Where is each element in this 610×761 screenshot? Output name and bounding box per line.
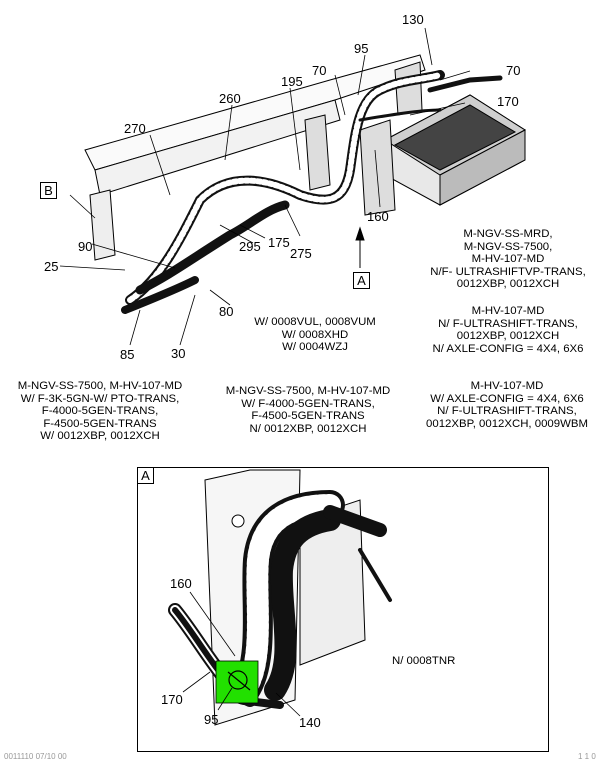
footer-left: 0011110 07/10 00 <box>4 752 67 761</box>
callout-90: 90 <box>78 239 93 254</box>
detail-callout-140: 140 <box>299 715 321 730</box>
detail-view-a-frame <box>137 467 549 752</box>
view-a-arrow <box>355 226 365 268</box>
callout-30: 30 <box>171 346 186 361</box>
callout-275: 275 <box>290 246 312 261</box>
view-marker-a: A <box>353 272 370 289</box>
note-mid-right: M-HV-107-MD N/ F-ULTRASHIFT-TRANS, 0012X… <box>432 305 584 355</box>
battery-box <box>384 94 526 206</box>
callout-170: 170 <box>497 94 519 109</box>
leader-lines <box>59 27 471 346</box>
callout-80: 80 <box>219 304 234 319</box>
callout-85: 85 <box>120 347 135 362</box>
detail-callout-170: 170 <box>161 692 183 707</box>
note-bottom-left: M-NGV-SS-7500, M-HV-107-MD W/ F-3K-5GN-W… <box>17 380 183 443</box>
detail-callout-95: 95 <box>204 712 219 727</box>
note-top-right: M-NGV-SS-MRD, M-NGV-SS-7500, M-HV-107-MD… <box>430 228 586 291</box>
callout-295: 295 <box>239 239 261 254</box>
callout-195: 195 <box>281 74 303 89</box>
callout-95: 95 <box>354 41 369 56</box>
harness-cables <box>121 70 503 314</box>
footer-right: 1 1 0 <box>578 752 596 761</box>
view-marker-b: B <box>40 182 57 199</box>
callout-70-left: 70 <box>312 63 327 78</box>
note-bottom-right: M-HV-107-MD W/ AXLE-CONFIG = 4X4, 6X6 N/… <box>426 380 588 430</box>
callout-260: 260 <box>219 91 241 106</box>
frame-rail <box>84 54 426 261</box>
detail-callout-160: 160 <box>170 576 192 591</box>
callout-70-right: 70 <box>506 63 521 78</box>
detail-note: N/ 0008TNR <box>392 655 456 667</box>
note-mid-center: W/ 0008VUL, 0008VUM W/ 0008XHD W/ 0004WZ… <box>254 316 376 354</box>
note-bottom-center: M-NGV-SS-7500, M-HV-107-MD W/ F-4000-5GE… <box>225 385 391 435</box>
callout-270: 270 <box>124 121 146 136</box>
detail-view-a-label: A <box>137 467 154 484</box>
highlighted-part-95 <box>215 660 259 704</box>
callout-130: 130 <box>402 12 424 27</box>
callout-25: 25 <box>44 259 59 274</box>
callout-160: 160 <box>367 209 389 224</box>
callout-175: 175 <box>268 235 290 250</box>
